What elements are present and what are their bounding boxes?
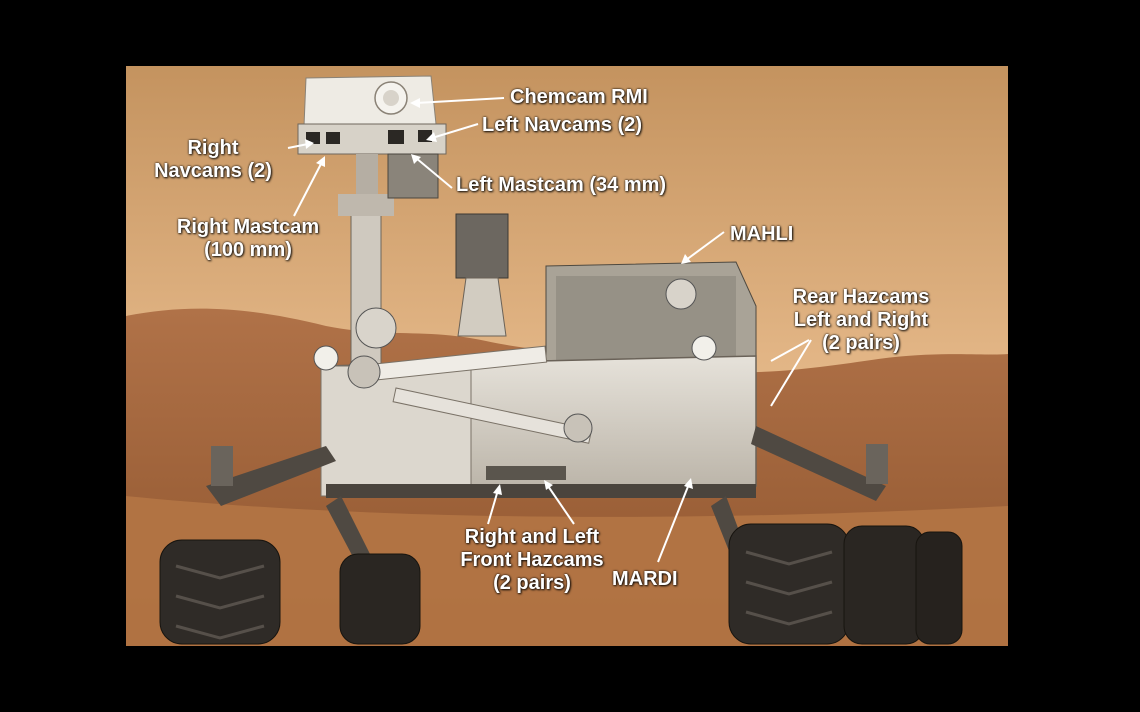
leader-lines: [287, 97, 812, 563]
right-navcams-label: Right Navcams (2): [142, 137, 284, 183]
right-navcams-line-1: Right: [187, 137, 239, 159]
right-mastcam-label: Right Mastcam (100 mm): [162, 216, 334, 262]
front-hazcams-label: Right and Left Front Hazcams (2 pairs): [444, 526, 620, 595]
rear-hazcams-line-2: Left and Right: [793, 309, 929, 331]
right-mastcam-line-1: Right Mastcam: [176, 216, 320, 238]
front-hazcams-line-1: Right and Left: [464, 526, 600, 548]
rear-hazcams-line-3: (2 pairs): [822, 332, 900, 354]
left-mastcam-label: Left Mastcam (34 mm): [456, 174, 667, 196]
front-hazcams-line-3: (2 pairs): [493, 572, 571, 594]
rear-hazcams-label: Rear Hazcams Left and Right (2 pairs): [776, 286, 946, 355]
rover-photo: Chemcam RMI Left Navcams (2) Right Navca…: [126, 66, 1008, 646]
rear-hazcams-line-1: Rear Hazcams: [792, 286, 930, 308]
mahli-label: MAHLI: [730, 223, 794, 245]
chemcam-rmi-label: Chemcam RMI: [510, 86, 648, 108]
front-hazcams-line-2: Front Hazcams: [460, 549, 604, 571]
rover: [159, 75, 963, 645]
right-mastcam-line-2: (100 mm): [204, 239, 292, 261]
mardi-label: MARDI: [612, 568, 678, 590]
left-navcams-label: Left Navcams (2): [482, 114, 643, 136]
right-navcams-line-2: Navcams (2): [154, 160, 272, 182]
rover-scene: [126, 66, 1008, 646]
